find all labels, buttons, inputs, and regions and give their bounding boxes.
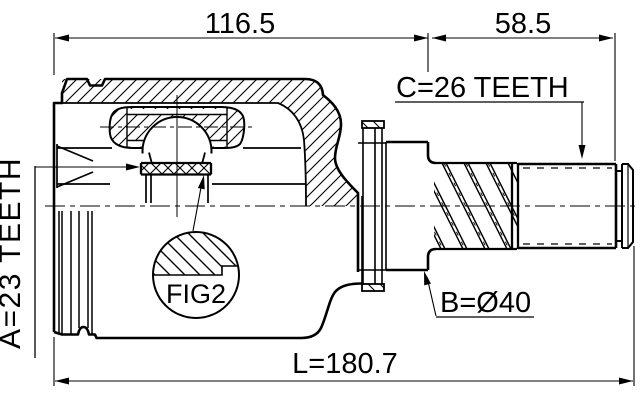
housing-outline-top <box>52 77 360 332</box>
label-text: C=26 TEETH <box>396 72 569 104</box>
housing-wall-hatch <box>62 79 278 103</box>
housing-section <box>52 77 363 340</box>
fig2-leader-arrow <box>197 175 205 190</box>
housing-grooves <box>58 211 93 334</box>
dimension-shaft-length: 58.5 <box>432 8 616 161</box>
fig2-hatch-area <box>153 232 239 275</box>
thread-dashes <box>523 167 612 245</box>
arrow-left <box>432 34 446 42</box>
stem-lower-lines <box>145 174 209 203</box>
thread-section-edges <box>518 162 618 250</box>
label-text: A=23 TEETH <box>0 157 27 349</box>
bore-chamfer-wedge <box>56 144 94 188</box>
leader-arrow <box>126 163 140 171</box>
label-shaft-diameter: B=Ø40 <box>424 271 534 319</box>
output-shaft <box>386 140 634 272</box>
arrow-right <box>619 377 633 385</box>
arrow-right <box>599 34 613 42</box>
leader-arrow <box>424 271 431 286</box>
shaft-collar <box>386 140 437 272</box>
fig2-label: FIG2 <box>166 279 226 309</box>
cavity-lines <box>57 147 305 185</box>
fig2-chord <box>153 265 239 276</box>
housing-bell-hatch <box>278 79 358 206</box>
housing-inner-wall <box>62 102 307 207</box>
label-outer-spline: C=26 TEETH <box>395 72 586 159</box>
arrow-left <box>55 34 69 42</box>
fig2-leader-line <box>192 181 203 232</box>
label-text: B=Ø40 <box>440 287 531 319</box>
dimension-overall-length: L=180.7 <box>53 246 635 386</box>
leader-arrow <box>578 145 586 159</box>
label-inner-spline: A=23 TEETH <box>0 157 140 358</box>
fig2-circle <box>152 231 240 319</box>
spline-section-edges <box>436 161 520 251</box>
fig2-detail: FIG2 <box>152 175 240 319</box>
flange-cap-bottom <box>361 283 385 292</box>
shaft-end-tip <box>616 163 634 249</box>
dimension-value: 58.5 <box>495 8 551 40</box>
flange-cap-top <box>361 120 385 129</box>
dimension-value: 116.5 <box>205 8 275 40</box>
arrow-left <box>55 377 69 385</box>
inner-spline-band <box>139 161 213 176</box>
bearing-assembly <box>100 95 253 217</box>
dimension-body-width: 116.5 <box>53 8 429 75</box>
housing-outline-bottom <box>53 282 363 340</box>
extension-lines <box>53 33 429 75</box>
extension-lines <box>53 246 635 386</box>
dimension-value: L=180.7 <box>292 348 398 380</box>
arrow-right <box>414 34 428 42</box>
